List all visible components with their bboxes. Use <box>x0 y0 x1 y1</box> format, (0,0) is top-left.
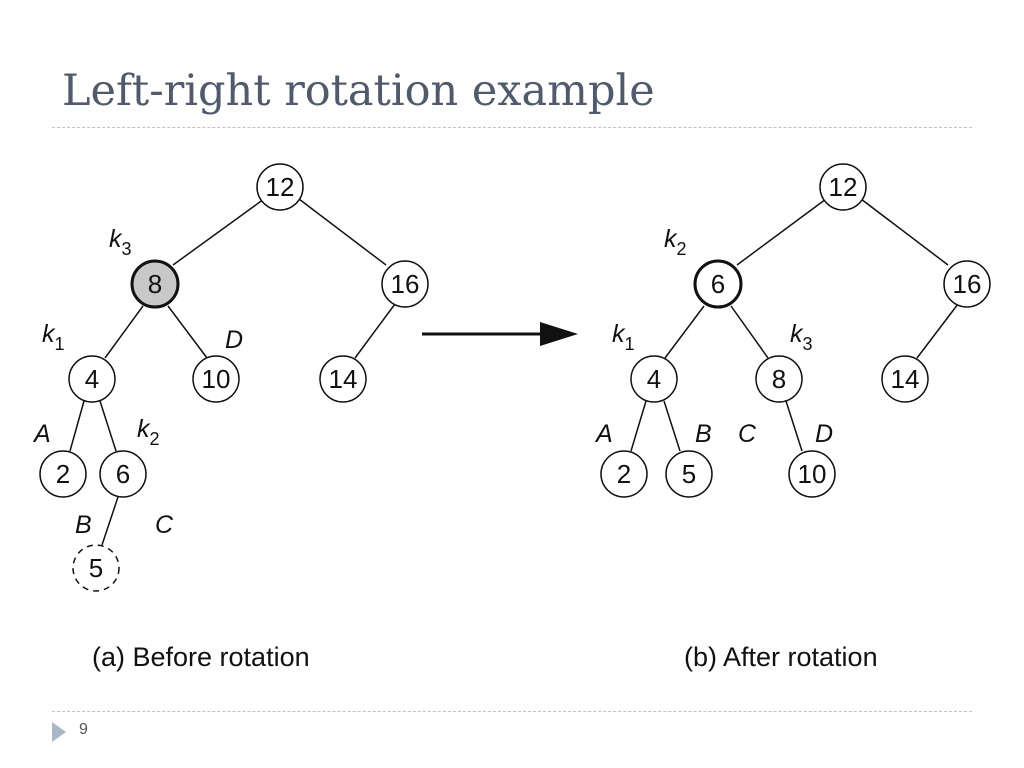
before-edges <box>69 198 396 546</box>
before-node-2: 2 <box>39 450 87 498</box>
before-node-4: 4 <box>68 355 116 403</box>
node-label: 4 <box>647 364 661 394</box>
node-label: 14 <box>329 364 358 394</box>
node-label: 12 <box>266 172 295 202</box>
edge-8-4 <box>104 305 144 359</box>
right-arrow <box>422 322 578 346</box>
before-node-16: 16 <box>381 260 429 308</box>
node-label: 2 <box>617 459 631 489</box>
title-divider <box>52 127 972 128</box>
before-node-10: 10 <box>192 355 240 403</box>
after-node-5: 5 <box>665 450 713 498</box>
node-label: 2 <box>56 459 70 489</box>
after-node-10: 10 <box>788 450 836 498</box>
before-node-5-inserted: 5 <box>72 544 120 592</box>
edge-16-14 <box>916 303 959 359</box>
node-label: 14 <box>891 364 920 394</box>
node-label: 16 <box>391 269 420 299</box>
label-C: C <box>738 420 757 448</box>
label-A: A <box>32 420 51 448</box>
edge-12-8 <box>172 198 265 266</box>
node-label: 5 <box>682 459 696 489</box>
before-node-8-highlighted: 8 <box>130 259 180 309</box>
caption-before: (a) Before rotation <box>92 642 310 672</box>
edge-12-16 <box>298 198 387 266</box>
caption-after: (b) After rotation <box>684 642 878 672</box>
after-node-6-bold: 6 <box>693 259 743 309</box>
edge-12-16 <box>860 198 949 266</box>
after-edges <box>630 198 959 452</box>
node-label: 6 <box>116 459 130 489</box>
node-label: 8 <box>772 364 786 394</box>
after-node-8: 8 <box>755 355 803 403</box>
label-D: D <box>225 326 243 354</box>
label-A: A <box>594 420 613 448</box>
edge-6-4 <box>664 305 705 359</box>
bullet-triangle-icon <box>52 722 66 742</box>
node-label: 16 <box>953 269 982 299</box>
edge-6-8 <box>730 305 769 359</box>
node-label: 6 <box>711 269 725 299</box>
before-node-6: 6 <box>99 450 147 498</box>
label-B: B <box>695 420 712 448</box>
edge-4-2 <box>630 400 647 452</box>
label-k2: k2 <box>137 415 160 449</box>
after-tree: 12 6 16 4 8 14 <box>594 163 991 672</box>
after-node-12: 12 <box>819 163 867 211</box>
after-node-2: 2 <box>600 450 648 498</box>
highlight-fill <box>130 259 180 309</box>
node-label: 5 <box>89 553 103 583</box>
label-k3: k3 <box>109 225 132 259</box>
node-label: 12 <box>829 172 858 202</box>
edge-16-14 <box>354 303 396 359</box>
before-node-12: 12 <box>256 163 304 211</box>
edge-4-5 <box>663 400 681 452</box>
label-k1: k1 <box>42 320 65 354</box>
label-C: C <box>155 511 174 539</box>
page-number: 9 <box>79 721 88 738</box>
edge-8-10 <box>785 400 803 452</box>
label-D: D <box>815 420 833 448</box>
after-node-4: 4 <box>630 355 678 403</box>
edge-4-6 <box>99 400 117 452</box>
after-node-14: 14 <box>881 355 929 403</box>
label-k3: k3 <box>790 320 813 354</box>
edge-8-10 <box>167 305 208 359</box>
before-node-14: 14 <box>319 355 367 403</box>
node-label: 8 <box>148 269 162 299</box>
after-node-16: 16 <box>943 260 991 308</box>
footer-divider <box>52 711 972 712</box>
before-tree: 12 8 16 4 10 14 <box>32 163 429 672</box>
slide-title: Left-right rotation example <box>62 66 655 116</box>
label-B: B <box>75 511 92 539</box>
label-k1: k1 <box>612 320 635 354</box>
label-k2: k2 <box>664 225 687 259</box>
node-label: 10 <box>202 364 231 394</box>
node-label: 4 <box>85 364 99 394</box>
node-label: 10 <box>798 459 827 489</box>
edge-6-5 <box>101 496 119 546</box>
edge-12-6 <box>736 198 827 266</box>
edge-4-2 <box>69 400 85 452</box>
